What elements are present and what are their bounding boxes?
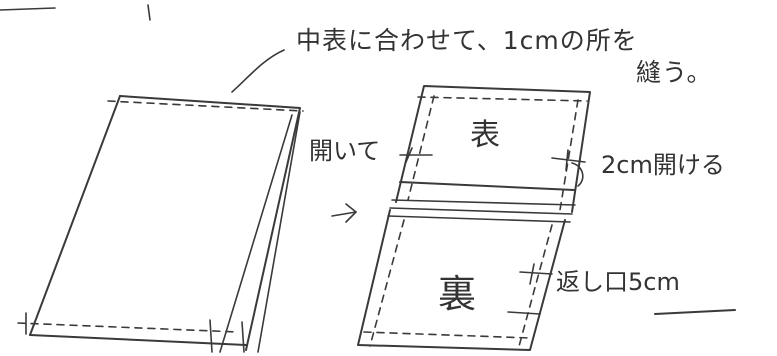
open-right-tick-1 [551, 157, 586, 163]
center-band-line-2 [389, 207, 573, 215]
left-seam-marker-3 [241, 321, 245, 353]
turn-opening-tick-1 [519, 271, 553, 275]
return-note-underline [654, 309, 736, 315]
front-panel-seam-left [407, 95, 435, 201]
arrow-head [345, 203, 357, 223]
back-face-label: 裏 [438, 272, 477, 316]
sew-instruction-line-1: 中表に合わせて、1cmの所を [296, 26, 638, 55]
center-band-top [399, 181, 575, 191]
stray-tick [147, 4, 151, 21]
front-face-label: 表 [470, 118, 500, 153]
stray-stroke [0, 7, 56, 11]
front-panel-outline [395, 85, 591, 213]
open-left-label: 開いて [309, 137, 381, 165]
open-right-tick-2 [565, 149, 569, 171]
back-panel-outline [357, 209, 566, 351]
left-piece-left-edge [29, 95, 121, 336]
front-panel-seam-top [417, 96, 588, 102]
left-piece-bottom-edge [29, 334, 247, 346]
front-panel-seam-right [559, 99, 579, 211]
left-seam-marker-2 [209, 319, 213, 353]
back-panel-seam-left [369, 219, 405, 347]
center-band-line-1 [391, 199, 576, 206]
left-piece-fold-1 [219, 114, 293, 353]
left-piece-fold-2 [257, 111, 301, 353]
arrow-shaft [331, 211, 357, 217]
back-panel-seam-bottom [363, 331, 531, 339]
sew-instruction-line-2: 縫う。 [636, 58, 713, 87]
sew-note-leader [231, 49, 285, 93]
left-piece-seam-bottom [17, 322, 239, 333]
open-right-label: 2cm開ける [601, 151, 725, 179]
open-right-bracket [571, 162, 584, 187]
turn-opening-tick-3 [507, 311, 541, 315]
turn-opening-tick-2 [529, 263, 535, 285]
back-panel-seam-right [517, 224, 553, 351]
turn-opening-label: 返し口5cm [556, 268, 680, 296]
left-piece-seam-top [107, 100, 304, 112]
open-left-tick-2 [405, 147, 413, 163]
center-band-line-3 [387, 215, 571, 223]
left-piece-outline [119, 95, 301, 351]
